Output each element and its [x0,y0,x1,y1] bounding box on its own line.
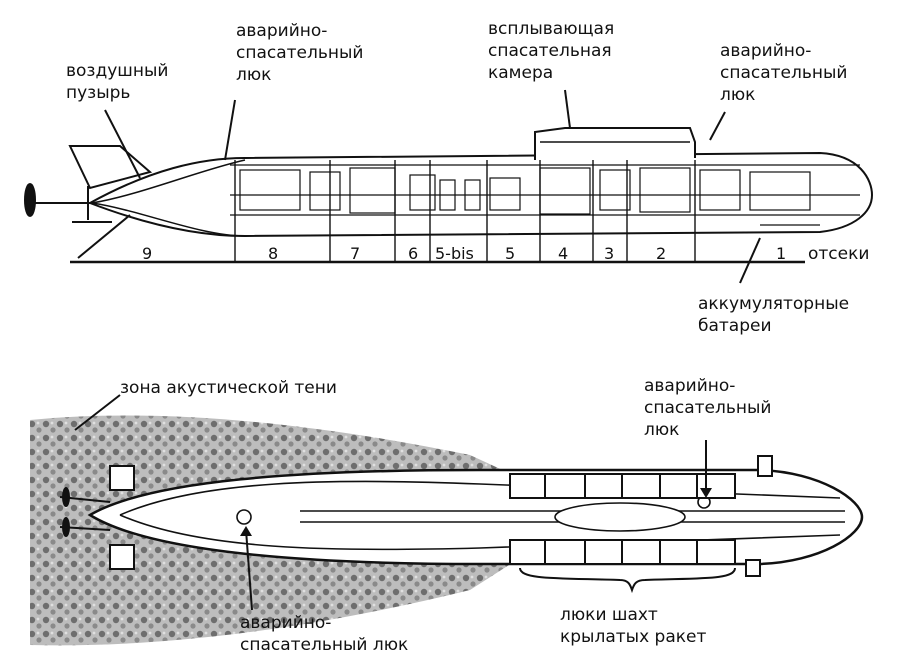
label-acoustic-shadow: зона акустической тени [120,378,337,398]
label-escape-hatch-plan-bottom: аварийно- спасательный люк [240,613,409,655]
plan-view [30,394,864,646]
side-view [24,89,874,284]
label-batteries: аккумуляторные батареи [698,294,850,336]
compartment-3: 3 [604,244,615,263]
compartment-4: 4 [558,244,569,263]
label-escape-hatch-plan-right: аварийно- спасательный люк [644,376,772,440]
label-air-bubble: воздушный пузырь [66,61,169,103]
label-escape-hatch-fwd: аварийно- спасательный люк [720,41,848,105]
compartment-9: 9 [142,244,153,263]
compartment-1: 1 [776,244,787,263]
label-compartments: отсеки [808,244,870,264]
label-missile-hatches: люки шахт крылатых ракет [560,605,707,647]
compartment-8: 8 [268,244,279,263]
compartment-5-bis: 5-bis [435,244,474,263]
compartment-5: 5 [505,244,516,263]
sail [534,127,696,160]
compartment-7: 7 [350,244,361,263]
compartment-6: 6 [408,244,419,263]
label-escape-hatch-aft: аварийно- спасательный люк [236,21,364,85]
compartment-2: 2 [656,244,667,263]
label-rescue-chamber: всплывающая спасательная камера [488,19,615,83]
